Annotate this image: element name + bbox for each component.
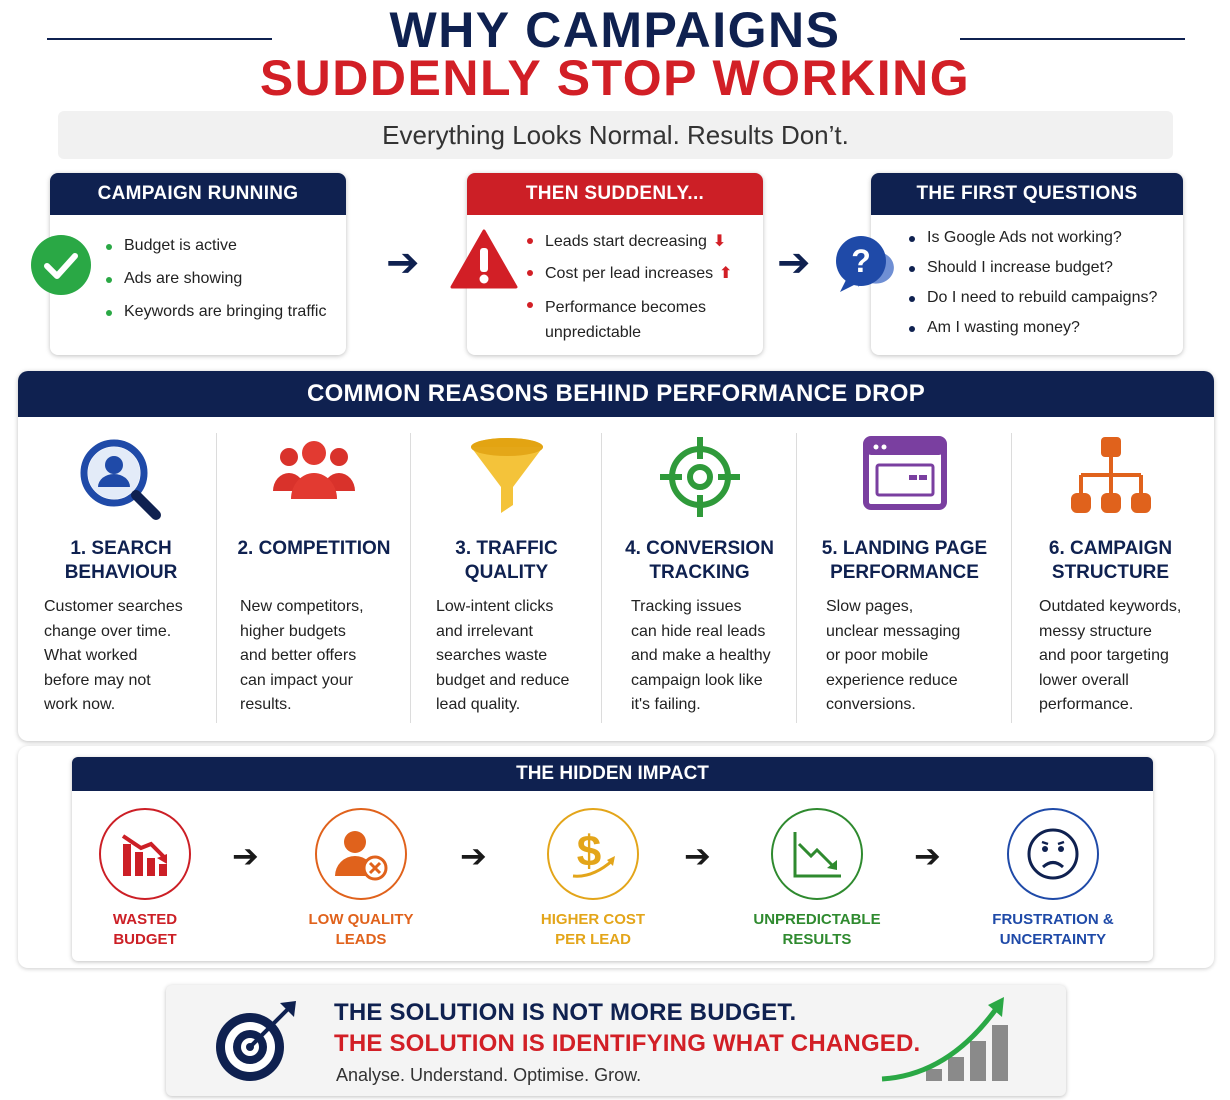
- card-title: THEN SUDDENLY...: [467, 173, 763, 215]
- trend-down-icon: [793, 832, 841, 878]
- user-x-icon: [335, 831, 388, 881]
- warning-triangle-icon: [450, 229, 518, 289]
- list-item: Should I increase budget?: [909, 259, 1157, 277]
- list-item: Am I wasting money?: [909, 319, 1157, 337]
- reason-title-line: TRACKING: [649, 562, 750, 583]
- impact-label-line: UNPREDICTABLE: [753, 911, 881, 928]
- list-item: Keywords are bringing traffic: [106, 303, 326, 321]
- impact-label-line: FRUSTRATION &: [992, 911, 1114, 928]
- card-campaign-running: CAMPAIGN RUNNING Budget is active Ads ar…: [50, 173, 346, 355]
- column-divider: [601, 433, 602, 723]
- card-title: CAMPAIGN RUNNING: [50, 173, 346, 215]
- reason-traffic-quality: 3. TRAFFIC QUALITY Low-intent clicks and …: [412, 431, 601, 723]
- impact-label-line: LOW QUALITY: [308, 911, 414, 928]
- arrow-right-icon: ➔: [386, 241, 420, 285]
- impact-label-line: PER LEAD: [555, 931, 631, 948]
- crosshair-icon: [659, 437, 740, 517]
- arrow-right-icon: ➔: [777, 241, 811, 285]
- reason-title-line: QUALITY: [464, 562, 549, 583]
- solution-tagline: Analyse. Understand. Optimise. Grow.: [336, 1065, 642, 1085]
- reason-title-line: 1. SEARCH: [70, 538, 172, 559]
- card-then-suddenly: THEN SUDDENLY... Leads start decreasing⬇…: [467, 173, 763, 355]
- reasons-section: COMMON REASONS BEHIND PERFORMANCE DROP 1…: [18, 371, 1214, 741]
- browser-window-icon: [862, 436, 947, 510]
- title-line-2: SUDDENLY STOP WORKING: [259, 50, 971, 106]
- reason-campaign-structure: 6. CAMPAIGN STRUCTURE Outdated keywords, …: [1013, 431, 1208, 723]
- arrow-right-icon: ➔: [914, 838, 941, 874]
- column-divider: [796, 433, 797, 723]
- page-title: WHY CAMPAIGNS SUDDENLY STOP WORKING: [0, 4, 1230, 104]
- arrow-right-icon: ➔: [460, 838, 487, 874]
- impact-low-quality-leads: LOW QUALITY LEADS: [286, 808, 436, 950]
- section-title: THE HIDDEN IMPACT: [72, 757, 1153, 791]
- reason-title-line: BEHAVIOUR: [64, 562, 178, 583]
- reason-conversion-tracking: 4. CONVERSION TRACKING Tracking issues ca…: [603, 431, 796, 723]
- reason-title-line: 5. LANDING PAGE: [821, 538, 988, 559]
- reason-description: Low-intent clicks and irrelevant searche…: [436, 598, 570, 713]
- section-title: COMMON REASONS BEHIND PERFORMANCE DROP: [18, 371, 1214, 417]
- impact-label-line: HIGHER COST: [540, 911, 646, 928]
- card-title: THE FIRST QUESTIONS: [871, 173, 1183, 215]
- reason-landing-page: 5. LANDING PAGE PERFORMANCE Slow pages, u…: [798, 431, 1011, 723]
- reason-title-line: PERFORMANCE: [830, 562, 979, 583]
- card-first-questions: THE FIRST QUESTIONS Is Google Ads not wo…: [871, 173, 1183, 355]
- column-divider: [410, 433, 411, 723]
- subtitle-bar: Everything Looks Normal. Results Don’t.: [58, 111, 1173, 159]
- column-divider: [216, 433, 217, 723]
- solution-line-2: THE SOLUTION IS IDENTIFYING WHAT CHANGED…: [334, 1030, 921, 1057]
- falling-bars-icon: [121, 834, 167, 876]
- people-group-icon: [273, 441, 355, 499]
- impact-label-line: BUDGET: [113, 931, 177, 948]
- svg-text:?: ?: [851, 243, 871, 279]
- impact-unpredictable-results: UNPREDICTABLE RESULTS: [742, 808, 892, 950]
- list-item: Ads are showing: [106, 270, 326, 288]
- reason-competition: 2. COMPETITION New competitors, higher b…: [218, 431, 410, 723]
- reason-search-behaviour: 1. SEARCH BEHAVIOUR Customer searches cha…: [26, 431, 216, 723]
- impact-label-line: RESULTS: [782, 931, 852, 948]
- column-divider: [1011, 433, 1012, 723]
- growth-chart-icon: [881, 997, 1008, 1082]
- impact-label-line: WASTED: [112, 911, 178, 928]
- title-line-1: WHY CAMPAIGNS: [389, 2, 841, 58]
- arrow-right-icon: ➔: [684, 838, 711, 874]
- target-arrow-icon: [216, 1001, 296, 1081]
- reason-title-line: STRUCTURE: [1051, 562, 1170, 583]
- impact-label-line: LEADS: [335, 931, 387, 948]
- arrow-down-icon: ⬇: [712, 233, 727, 250]
- funnel-icon: [470, 438, 543, 513]
- title-rule-left: [47, 38, 272, 40]
- reason-description: Customer searches change over time. What…: [44, 598, 183, 713]
- arrow-right-icon: ➔: [232, 838, 259, 874]
- question-bubble-icon: ?: [836, 236, 894, 292]
- list-item: Leads start decreasing⬇: [527, 231, 757, 251]
- impact-higher-cost: $ HIGHER COST PER LEAD: [518, 808, 668, 950]
- reason-title-line: 6. CAMPAIGN: [1048, 538, 1173, 559]
- arrow-up-icon: ⬆: [719, 265, 733, 282]
- reason-title-line: 3. TRAFFIC: [455, 538, 558, 559]
- reason-description: Slow pages, unclear messaging or poor mo…: [826, 598, 961, 713]
- reason-title-line: 4. CONVERSION: [625, 538, 774, 559]
- list-item: Do I need to rebuild campaigns?: [909, 289, 1157, 307]
- reason-title-line: 2. COMPETITION: [237, 538, 391, 559]
- reason-description: Outdated keywords, messy structure and p…: [1039, 598, 1182, 713]
- sad-face-icon: [1027, 828, 1079, 880]
- impact-label-line: UNCERTAINTY: [999, 931, 1107, 948]
- search-user-icon: [80, 439, 161, 520]
- hierarchy-icon: [1070, 437, 1151, 513]
- list-item: Is Google Ads not working?: [909, 229, 1157, 247]
- solution-banner: THE SOLUTION IS NOT MORE BUDGET. THE SOL…: [166, 985, 1066, 1096]
- reason-description: Tracking issues can hide real leads and …: [631, 598, 771, 713]
- dollar-up-icon: $: [572, 827, 615, 878]
- list-item: Budget is active: [106, 237, 326, 255]
- list-item: Cost per lead increases⬆: [527, 263, 757, 283]
- impact-frustration: FRUSTRATION & UNCERTAINTY: [978, 808, 1128, 950]
- impact-wasted-budget: WASTED BUDGET: [70, 808, 220, 950]
- solution-line-1: THE SOLUTION IS NOT MORE BUDGET.: [334, 999, 797, 1026]
- svg-text:$: $: [577, 827, 601, 876]
- reason-description: New competitors, higher budgets and bett…: [240, 598, 364, 713]
- check-circle-icon: [31, 235, 91, 295]
- list-item: Performance becomes unpredictable: [527, 295, 717, 345]
- title-rule-right: [960, 38, 1185, 40]
